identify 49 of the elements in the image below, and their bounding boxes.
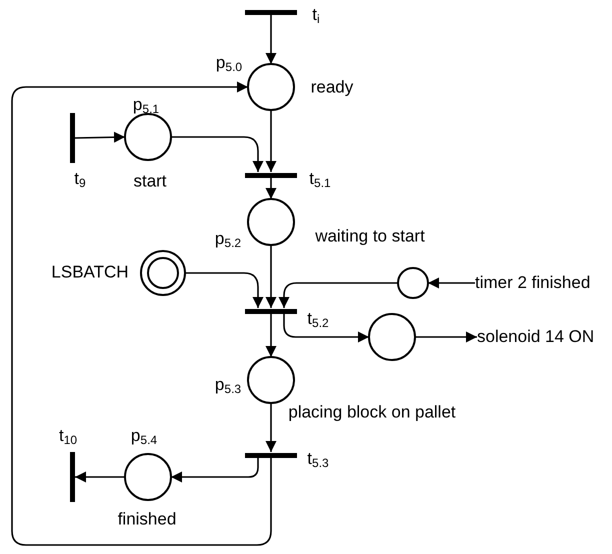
arc-arrow: [266, 15, 276, 64]
place-label: start: [133, 172, 167, 192]
transition-label: t$_{5.2}$: [307, 310, 329, 330]
transition-bar: [245, 452, 297, 458]
arc-arrow: [75, 472, 125, 482]
transition-bar: [245, 308, 297, 314]
transition-bar: [245, 10, 297, 14]
transition-label: t$_{5.3}$: [307, 450, 329, 470]
arc-arrow: [266, 110, 276, 172]
place-circle: [397, 267, 429, 299]
place-circle: [247, 198, 295, 246]
transition-label: t$_{i}$: [312, 6, 320, 26]
transition-bar: [70, 452, 74, 502]
place-circle: [247, 356, 295, 404]
transition-label: t$_{5.1}$: [309, 170, 331, 190]
arc-arrow: [266, 314, 276, 357]
place-id-label: p$_{5.4}$: [130, 426, 158, 448]
double-circle-place: [140, 250, 186, 296]
arc-arrow: [415, 332, 477, 342]
place-id-label: p$_{5.2}$: [214, 230, 242, 250]
arc-arrow: [74, 132, 126, 143]
place-id-label: p$_{5.3}$: [214, 376, 242, 396]
place-circle: [124, 453, 172, 501]
transition-label: t$_{10}$: [58, 426, 78, 448]
transition-bar: [70, 113, 74, 163]
signal-label: timer 2 finished: [475, 272, 607, 294]
arc-arrow: [171, 136, 264, 172]
arc-arrow: [283, 314, 369, 342]
signal-label: solenoid 14 ON: [477, 326, 611, 348]
transition-label: t$_{9}$: [74, 170, 86, 190]
transition-bar: [245, 172, 297, 178]
place-label: finished: [118, 510, 176, 530]
place-label: placing block on pallet: [288, 404, 456, 422]
place-id-label: p$_{5.0}$: [216, 54, 242, 74]
place-circle: [124, 113, 172, 161]
arc-arrow: [266, 178, 276, 199]
place-label: waiting to start: [315, 228, 425, 246]
arc-arrow: [185, 272, 264, 308]
place-id-label: p$_{5.1}$: [132, 96, 160, 116]
place-circle: [247, 63, 295, 111]
arc-arrow: [171, 458, 259, 482]
arc-arrow: [278, 282, 398, 308]
arc-arrow: [428, 278, 475, 288]
arc-arrow: [11, 82, 272, 546]
place-label: ready: [310, 78, 354, 98]
arc-arrow: [266, 245, 276, 308]
place-label: LSBATCH: [51, 264, 129, 282]
place-circle: [368, 313, 416, 361]
arc-arrow: [266, 403, 276, 452]
